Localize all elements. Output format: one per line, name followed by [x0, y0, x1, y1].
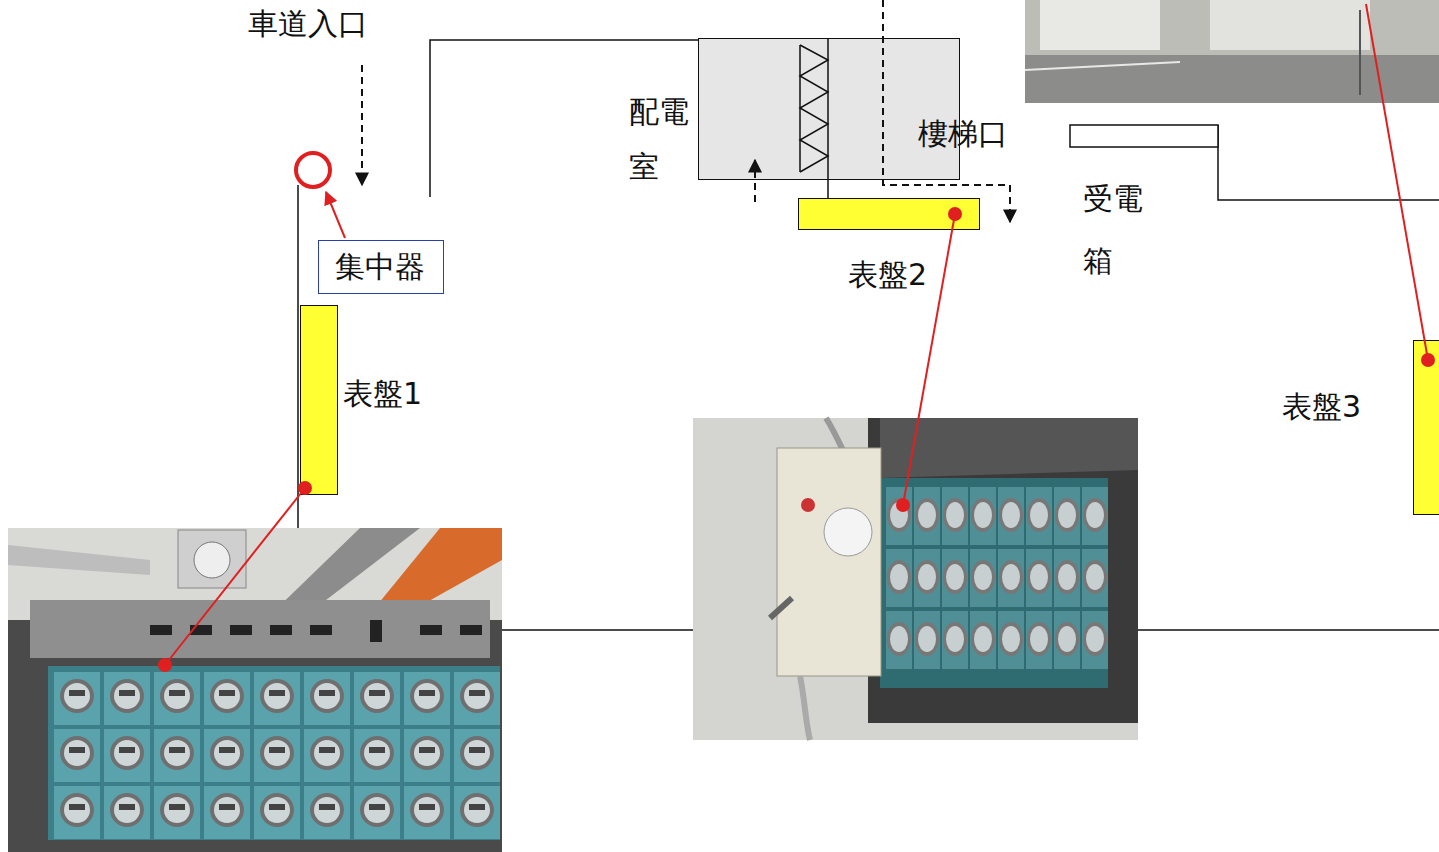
- leader-dot: [897, 499, 909, 511]
- panel-label: 配電室: [629, 84, 693, 194]
- concentrator-box: 集中器: [318, 240, 444, 294]
- concentrator-circle: [296, 153, 330, 187]
- meter-photo: [693, 418, 1138, 740]
- box-label: 集中器: [335, 249, 427, 285]
- distribution-room: 配電室: [698, 38, 960, 180]
- triangle-base: [799, 45, 801, 172]
- room-fill: [698, 38, 960, 180]
- panel-label: 表盤3: [1282, 389, 1361, 425]
- place-label: 車道入口: [248, 6, 368, 42]
- leader-dot: [299, 482, 311, 494]
- panel-label: 表盤1: [343, 376, 422, 412]
- leader-arrow: [326, 192, 345, 238]
- panel-label: 表盤2: [848, 257, 927, 293]
- garage-photo: [1025, 0, 1439, 103]
- transformer-symbol: [800, 45, 828, 172]
- place-label: 樓梯口: [918, 116, 1008, 152]
- leader-line: [903, 214, 955, 505]
- leader-dot: [159, 659, 171, 671]
- leader-dot: [949, 208, 961, 220]
- leader-line: [165, 488, 305, 665]
- meter-photo: [8, 528, 502, 852]
- leader-dot: [1422, 354, 1434, 366]
- leader-line: [1366, 4, 1428, 360]
- place-label: 受電箱: [1083, 168, 1147, 292]
- meter-panel: 表盤1: [300, 305, 338, 495]
- dashed-paths: [362, 0, 1010, 222]
